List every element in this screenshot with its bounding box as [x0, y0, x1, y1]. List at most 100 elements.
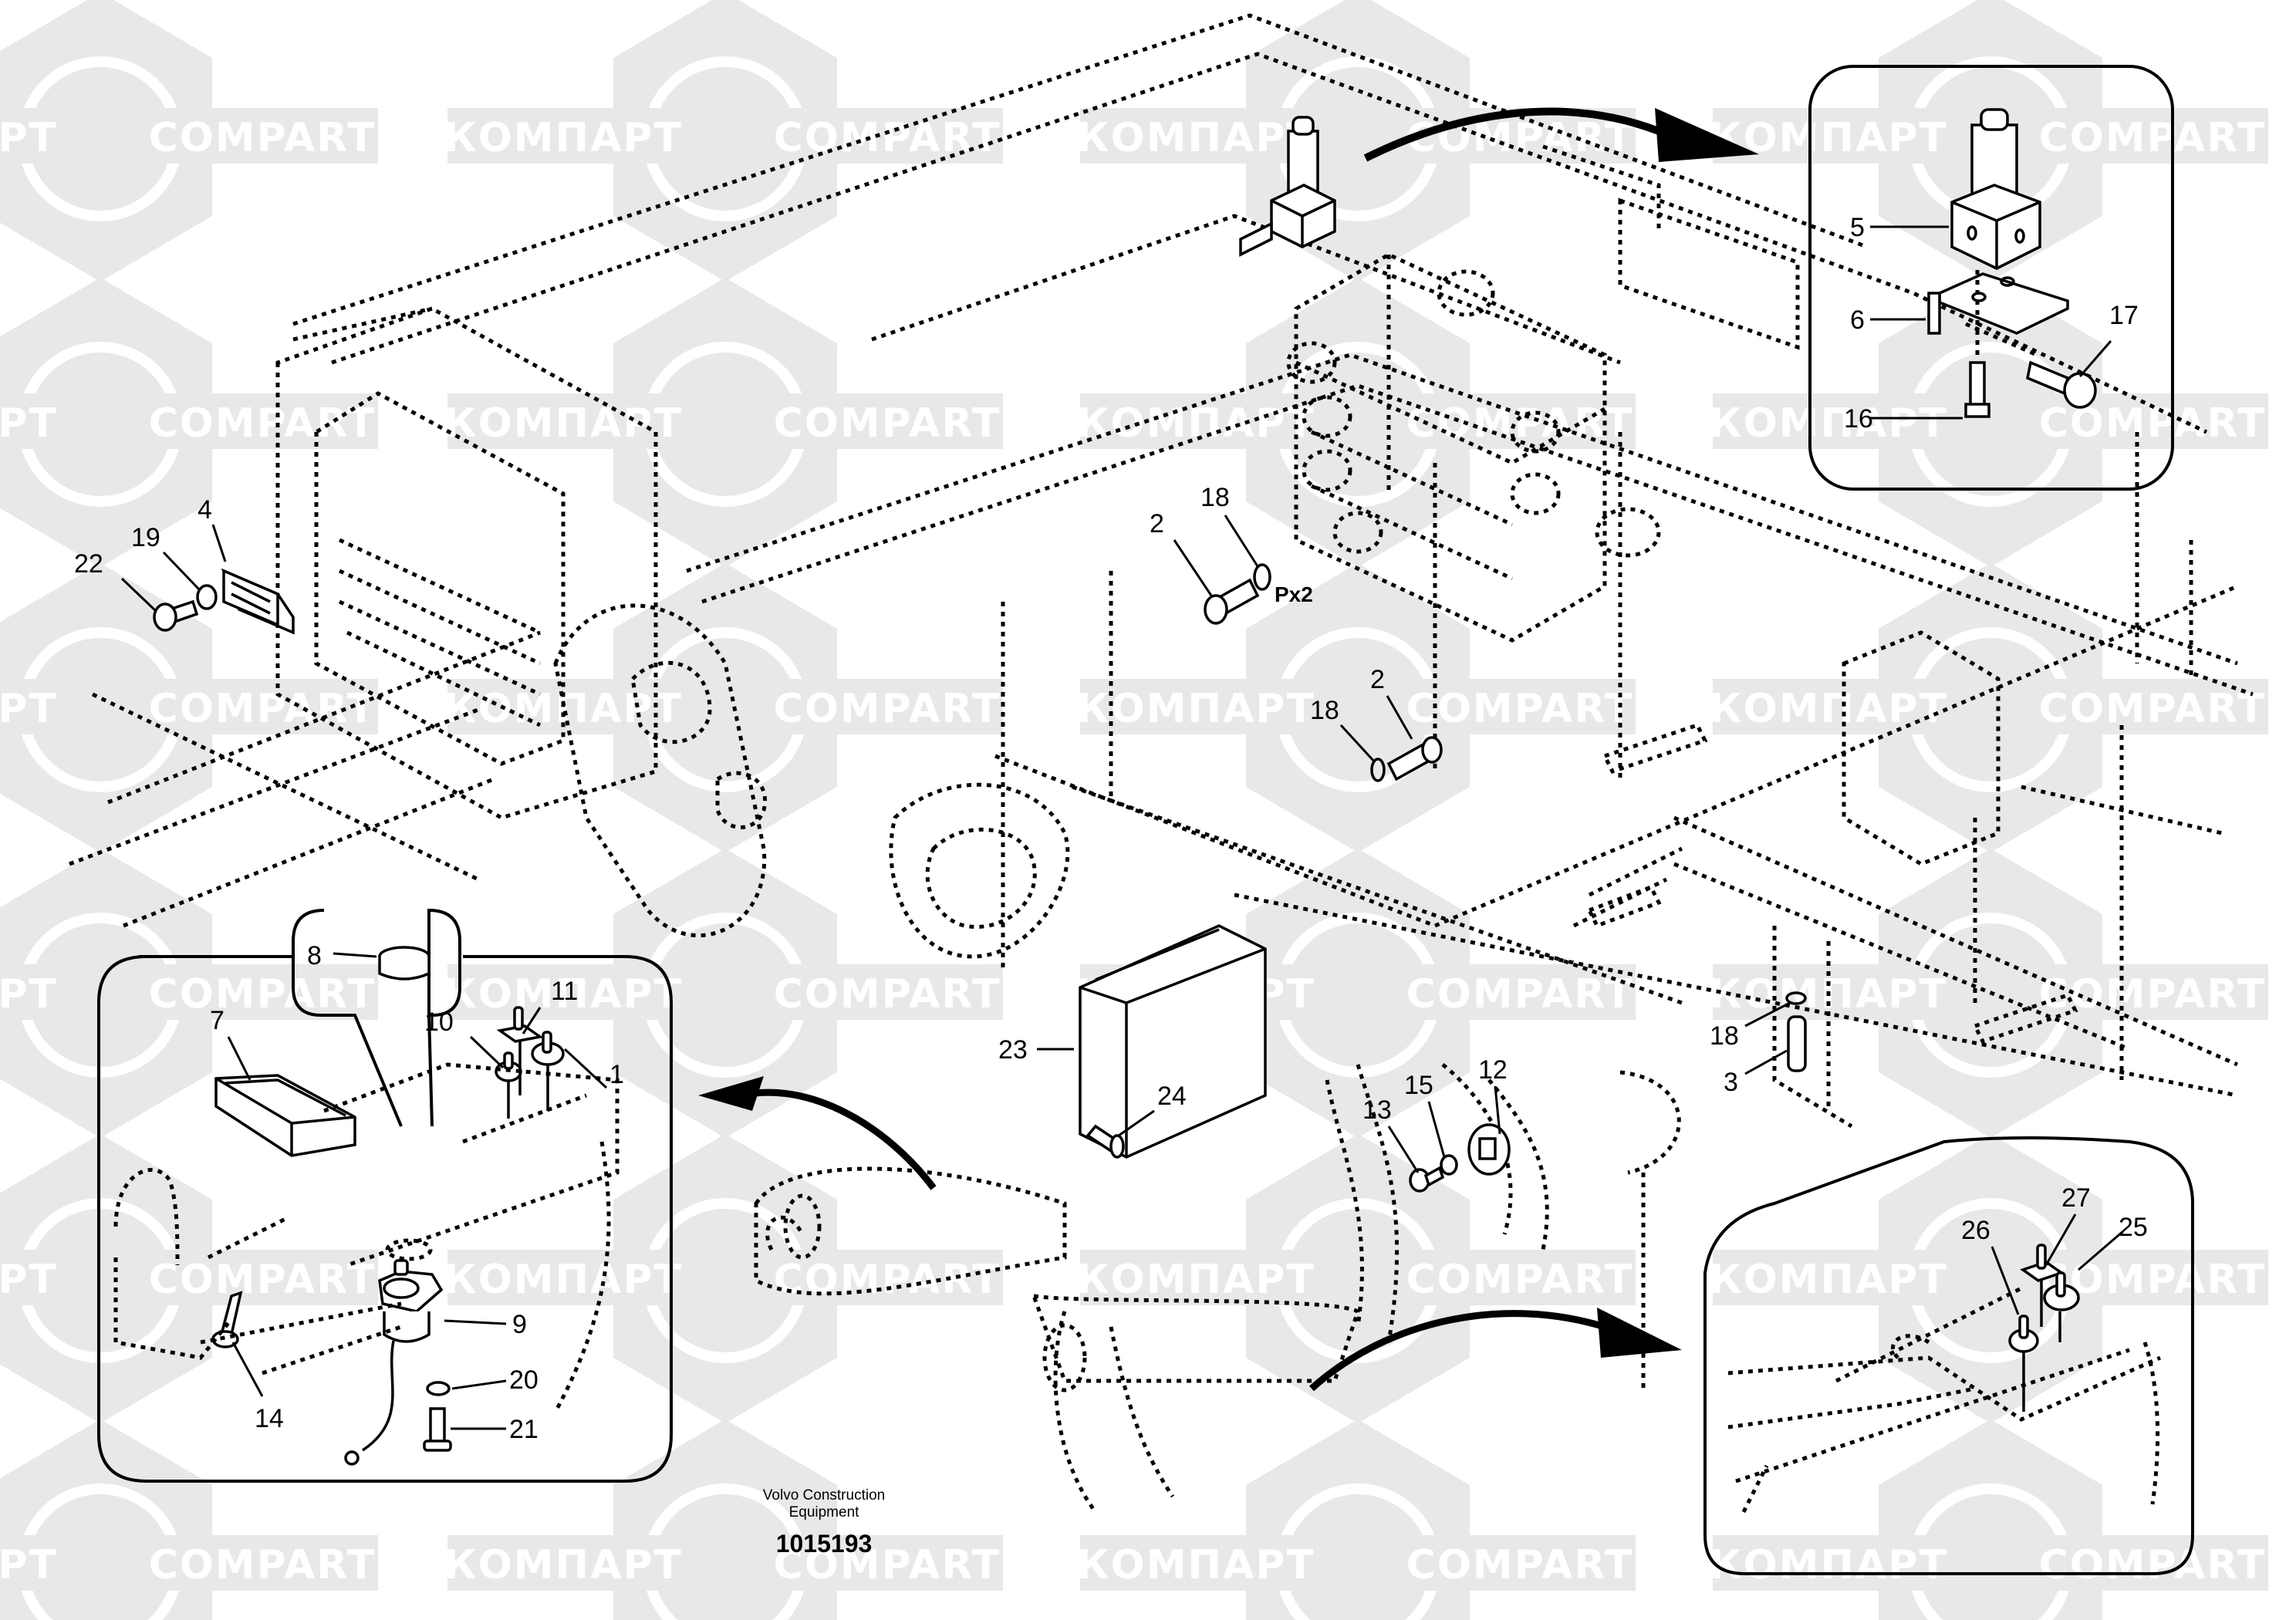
watermark-band	[772, 393, 1003, 449]
callout-16[interactable]: 16	[1844, 404, 1873, 434]
watermark-band	[447, 108, 679, 164]
callout-labels: 5 6 16 17 22 19 4 2 18 Px2 18 2 18 3 23 …	[74, 213, 2148, 1444]
left-panel-detail-view	[97, 908, 673, 1483]
part-screw-24[interactable]	[1086, 1124, 1125, 1159]
callout-13[interactable]: 13	[1362, 1095, 1392, 1125]
watermark-band	[147, 108, 378, 164]
callout-4[interactable]: 4	[198, 495, 212, 525]
part-washer-20[interactable]	[426, 1381, 451, 1396]
part-screw-22[interactable]	[153, 599, 199, 632]
callout-6[interactable]: 6	[1850, 305, 1865, 335]
watermark-band	[1713, 1250, 1944, 1305]
watermark-chevron	[1375, 1247, 1408, 1308]
watermark-chevron	[2007, 1247, 2041, 1308]
callout-21[interactable]: 21	[509, 1415, 539, 1444]
watermark-chevron	[2007, 961, 2041, 1023]
arrow-to-solenoid-detail	[1363, 107, 1759, 162]
watermark-hexagon	[1246, 563, 1470, 852]
watermark-chevron	[117, 390, 150, 452]
watermark-band	[147, 1535, 378, 1591]
part-solenoid-valve-5[interactable]	[1950, 108, 2041, 270]
part-switch-11[interactable]	[496, 1006, 544, 1095]
watermark-band	[1080, 679, 1312, 734]
watermark-text-cyrillic: КОМПАРТ	[1709, 1542, 1948, 1588]
watermark-band	[1080, 1535, 1312, 1591]
callout-5[interactable]: 5	[1850, 213, 1865, 242]
part-pressure-sensor-2b[interactable]	[1386, 736, 1443, 781]
part-switch-12[interactable]	[1467, 1123, 1511, 1176]
callout-3[interactable]: 3	[1724, 1068, 1738, 1097]
part-screw-21[interactable]	[423, 1407, 452, 1452]
callout-12[interactable]: 12	[1478, 1055, 1508, 1085]
callout-19[interactable]: 19	[131, 523, 160, 552]
callout-25[interactable]: 25	[2119, 1213, 2148, 1242]
watermark-band	[1713, 1535, 1944, 1591]
callout-11[interactable]: 11	[551, 977, 578, 1006]
part-screw-13[interactable]	[1409, 1166, 1445, 1193]
part-control-unit-23[interactable]	[1079, 924, 1267, 1159]
watermark-band	[147, 1250, 378, 1305]
part-pressure-sensor-2a[interactable]	[1204, 578, 1260, 625]
part-bolt-17[interactable]	[2026, 360, 2097, 409]
callout-7[interactable]: 7	[210, 1006, 225, 1035]
part-relay-4[interactable]	[221, 568, 295, 635]
callout-26[interactable]: 26	[1961, 1216, 1990, 1245]
part-monitor-7[interactable]	[214, 1074, 356, 1157]
watermark-chevron	[742, 676, 775, 737]
callout-2b[interactable]: 2	[1370, 665, 1385, 694]
callout-1[interactable]: 1	[609, 1060, 624, 1089]
watermark-band	[0, 679, 54, 734]
part-solenoid-valve-mounted[interactable]	[1239, 116, 1336, 257]
watermark-chevron	[742, 390, 775, 452]
part-o-ring-18a[interactable]	[1253, 563, 1271, 591]
watermark-chevron	[742, 1532, 775, 1594]
part-screw-16[interactable]	[1964, 361, 1990, 418]
part-pressure-sensor-3[interactable]	[1787, 1015, 1807, 1072]
watermark-band	[447, 1535, 679, 1591]
callout-22[interactable]: 22	[74, 549, 103, 579]
callout-15[interactable]: 15	[1404, 1071, 1433, 1100]
callout-23[interactable]: 23	[998, 1035, 1028, 1065]
part-washer-15[interactable]	[1440, 1154, 1458, 1176]
callout-8[interactable]: 8	[307, 941, 322, 970]
quantity-note-px2: Px2	[1275, 582, 1313, 606]
watermark-band	[1404, 1250, 1636, 1305]
watermark-text-latin: COMPART	[149, 1542, 376, 1588]
part-ignition-switch-9[interactable]	[344, 1259, 444, 1466]
part-switch-10[interactable]	[495, 1051, 522, 1119]
part-plug-8[interactable]	[378, 946, 430, 980]
watermark-chevron	[742, 105, 775, 167]
watermark-hexagon	[1879, 1134, 2102, 1423]
callout-18b[interactable]: 18	[1310, 696, 1339, 725]
callout-18c[interactable]: 18	[1710, 1021, 1739, 1051]
part-washer-19[interactable]	[196, 584, 218, 610]
callout-18a[interactable]: 18	[1200, 483, 1230, 512]
callout-27[interactable]: 27	[2061, 1183, 2091, 1213]
callout-24[interactable]: 24	[1157, 1082, 1187, 1111]
watermark-chevron	[117, 1247, 150, 1308]
part-switch-25[interactable]	[2043, 1271, 2080, 1342]
callout-2a[interactable]: 2	[1150, 509, 1164, 538]
watermark-hexagon	[613, 563, 837, 852]
watermark-text-latin: COMPART	[774, 115, 1001, 161]
watermark-chevron	[2007, 390, 2041, 452]
part-o-ring-18b[interactable]	[1370, 758, 1386, 782]
watermark-hexagon	[613, 278, 837, 567]
callout-20[interactable]: 20	[509, 1365, 539, 1395]
watermark-text-latin: COMPART	[774, 400, 1001, 447]
watermark-chevron	[117, 105, 150, 167]
part-switch-26[interactable]	[2008, 1315, 2039, 1412]
part-o-ring-18c[interactable]	[1785, 991, 1807, 1005]
callout-10[interactable]: 10	[424, 1007, 454, 1037]
callout-14[interactable]: 14	[255, 1404, 284, 1433]
watermark-band	[2037, 679, 2268, 734]
callout-9[interactable]: 9	[512, 1310, 527, 1339]
watermark-chevron	[117, 676, 150, 737]
watermark-band	[772, 679, 1003, 734]
callout-17[interactable]: 17	[2109, 301, 2139, 330]
watermark-text-latin: COMPART	[774, 686, 1001, 732]
watermark-band	[772, 964, 1003, 1020]
